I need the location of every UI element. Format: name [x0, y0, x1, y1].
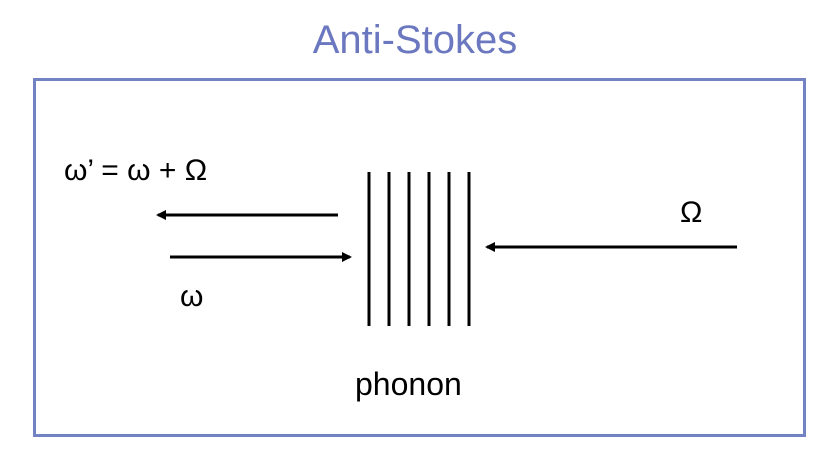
scattered-frequency-label: ω’ = ω + Ω: [64, 154, 208, 187]
phonon-wavefronts: [367, 172, 471, 326]
phonon-label: phonon: [355, 366, 462, 402]
diagram-frame: [33, 78, 806, 437]
diagram-title: Anti-Stokes: [312, 18, 518, 62]
incident-frequency-label: ω: [180, 280, 204, 313]
phonon-frequency-label: Ω: [680, 196, 703, 229]
